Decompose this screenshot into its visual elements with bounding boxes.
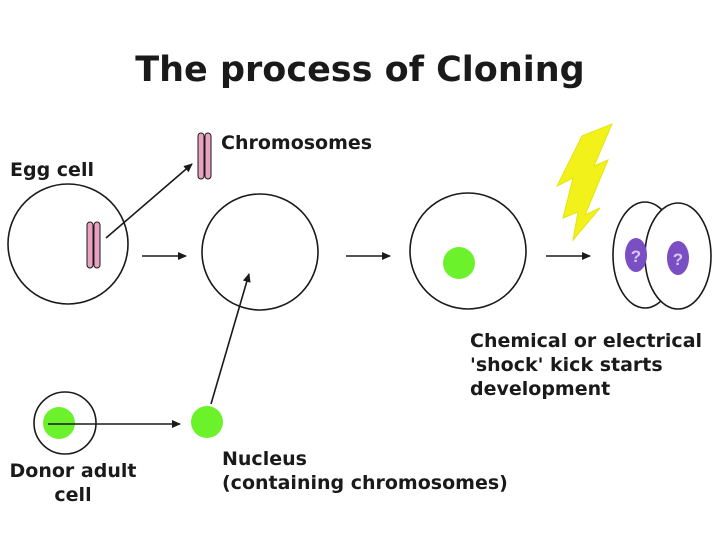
shock-line-2: 'shock' kick starts — [470, 354, 663, 376]
embryo-question-right: ? — [673, 250, 683, 269]
nucleus-label: Nucleus (containing chromosomes) — [222, 447, 508, 495]
arrow-nucleus-insertion — [210, 273, 251, 405]
embryo-nucleus-right — [667, 241, 689, 275]
embryo-nucleus-left — [625, 238, 647, 272]
arrow-to-chromosomes — [105, 163, 193, 239]
diagram-title: The process of Cloning — [135, 50, 585, 90]
egg-cell-label: Egg cell — [10, 159, 94, 181]
shock-description: Chemical or electrical 'shock' kick star… — [470, 329, 702, 401]
removed-chromosomes — [197, 132, 212, 180]
embryo-question-left: ? — [631, 247, 641, 266]
donor-cell-label: Donor adult cell — [8, 459, 138, 507]
lightning-bolt-icon — [555, 123, 613, 242]
fused-cell-nucleus — [443, 247, 475, 279]
shock-line-1: Chemical or electrical — [470, 330, 703, 352]
donor-cell-nucleus — [43, 407, 75, 439]
donor-line-2: cell — [54, 484, 92, 506]
nucleus-line-2: (containing chromosomes) — [222, 472, 508, 494]
egg-cell — [7, 183, 129, 305]
enucleated-egg-cell — [201, 193, 319, 311]
nucleus-line-1: Nucleus — [222, 448, 307, 470]
donor-line-1: Donor adult — [9, 460, 137, 482]
egg-chromosomes — [86, 221, 101, 269]
extracted-nucleus — [191, 406, 223, 438]
chromosomes-label: Chromosomes — [221, 132, 373, 154]
shock-line-3: development — [470, 378, 611, 400]
